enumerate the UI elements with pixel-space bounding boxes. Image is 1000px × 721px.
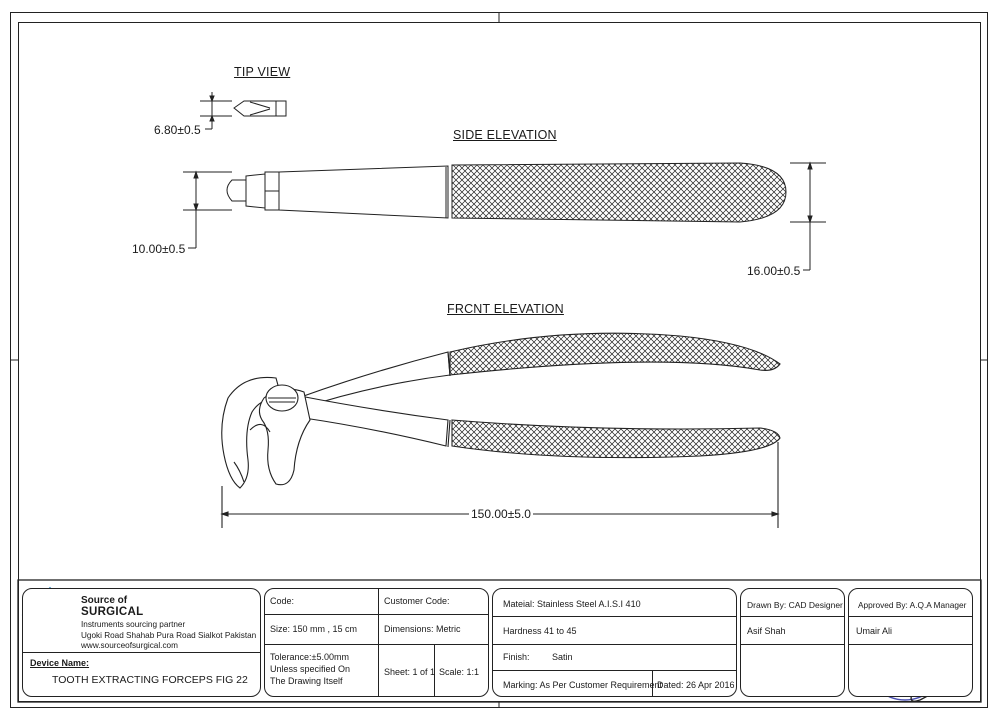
customer-code-label: Customer Code: [384, 596, 450, 606]
dimensions-value: Dimensions: Metric [384, 624, 461, 634]
specs-box [264, 588, 489, 697]
marking-value: Marking: As Per Customer Requirement [503, 680, 663, 690]
approved-by-label: Approved By: A.Q.A Manager [858, 600, 967, 610]
divider [264, 644, 489, 645]
divider [492, 644, 737, 645]
tip-height-dimension: 10.00±0.5 [132, 242, 186, 256]
divider [492, 670, 737, 671]
side-elevation-drawing [183, 161, 826, 271]
finish-label: Finish: [503, 652, 530, 662]
divider [848, 644, 973, 645]
drawn-by-name: Asif Shah [747, 626, 786, 636]
material-box [492, 588, 737, 697]
dated-value: Dated: 26 Apr 2016 [657, 680, 735, 690]
handle-width-dimension: 16.00±0.5 [747, 264, 801, 278]
divider [22, 652, 261, 653]
divider [492, 616, 737, 617]
code-label: Code: [270, 596, 295, 606]
device-name-label: Device Name: [30, 658, 90, 668]
company-website: www.sourceofsurgical.com [81, 641, 178, 650]
brand-name: SURGICAL [81, 606, 144, 618]
approved-by-box [848, 588, 973, 697]
size-value: Size: 150 mm , 15 cm [270, 624, 358, 634]
divider [740, 616, 845, 617]
hardness-value: Hardness 41 to 45 [503, 626, 577, 636]
tip-width-dimension: 6.80±0.5 [154, 123, 201, 137]
frame-ticks [10, 12, 988, 708]
tolerance-line-3: The Drawing Itself [270, 676, 343, 686]
sheet-value: Sheet: 1 of 1 [384, 667, 436, 677]
scale-value: Scale: 1:1 [439, 667, 480, 677]
company-box [22, 588, 261, 697]
tip-view-title: TIP VIEW [234, 65, 291, 79]
finish-value: Satin [552, 652, 573, 662]
title-block-frame [17, 579, 982, 703]
front-elevation-title: FRCNT ELEVATION [447, 302, 564, 316]
divider [378, 588, 379, 697]
approved-by-name: Umair Ali [856, 626, 893, 636]
brand-tagline: Instruments sourcing partner [81, 620, 186, 629]
divider [848, 616, 973, 617]
divider [652, 670, 653, 697]
tolerance-line-1: Tolerance:±5.00mm [270, 652, 349, 662]
front-elevation-drawing [220, 332, 781, 528]
overall-length-dimension: 150.00±5.0 [469, 507, 533, 521]
divider [740, 644, 845, 645]
drawn-by-box [740, 588, 845, 697]
device-name: TOOTH EXTRACTING FORCEPS FIG 22 [52, 674, 248, 686]
company-address: Ugoki Road Shahab Pura Road Sialkot Paki… [81, 631, 257, 640]
brand-source-of: Source of [81, 595, 128, 606]
tolerance-line-2: Unless specified On [270, 664, 351, 674]
divider [264, 614, 489, 615]
divider [434, 644, 435, 697]
material-value: Mateial: Stainless Steel A.I.S.I 410 [503, 599, 641, 609]
tip-view-drawing [200, 92, 287, 130]
drawn-by-label: Drawn By: CAD Designer [747, 600, 843, 610]
side-elevation-title: SIDE ELEVATION [453, 128, 557, 142]
